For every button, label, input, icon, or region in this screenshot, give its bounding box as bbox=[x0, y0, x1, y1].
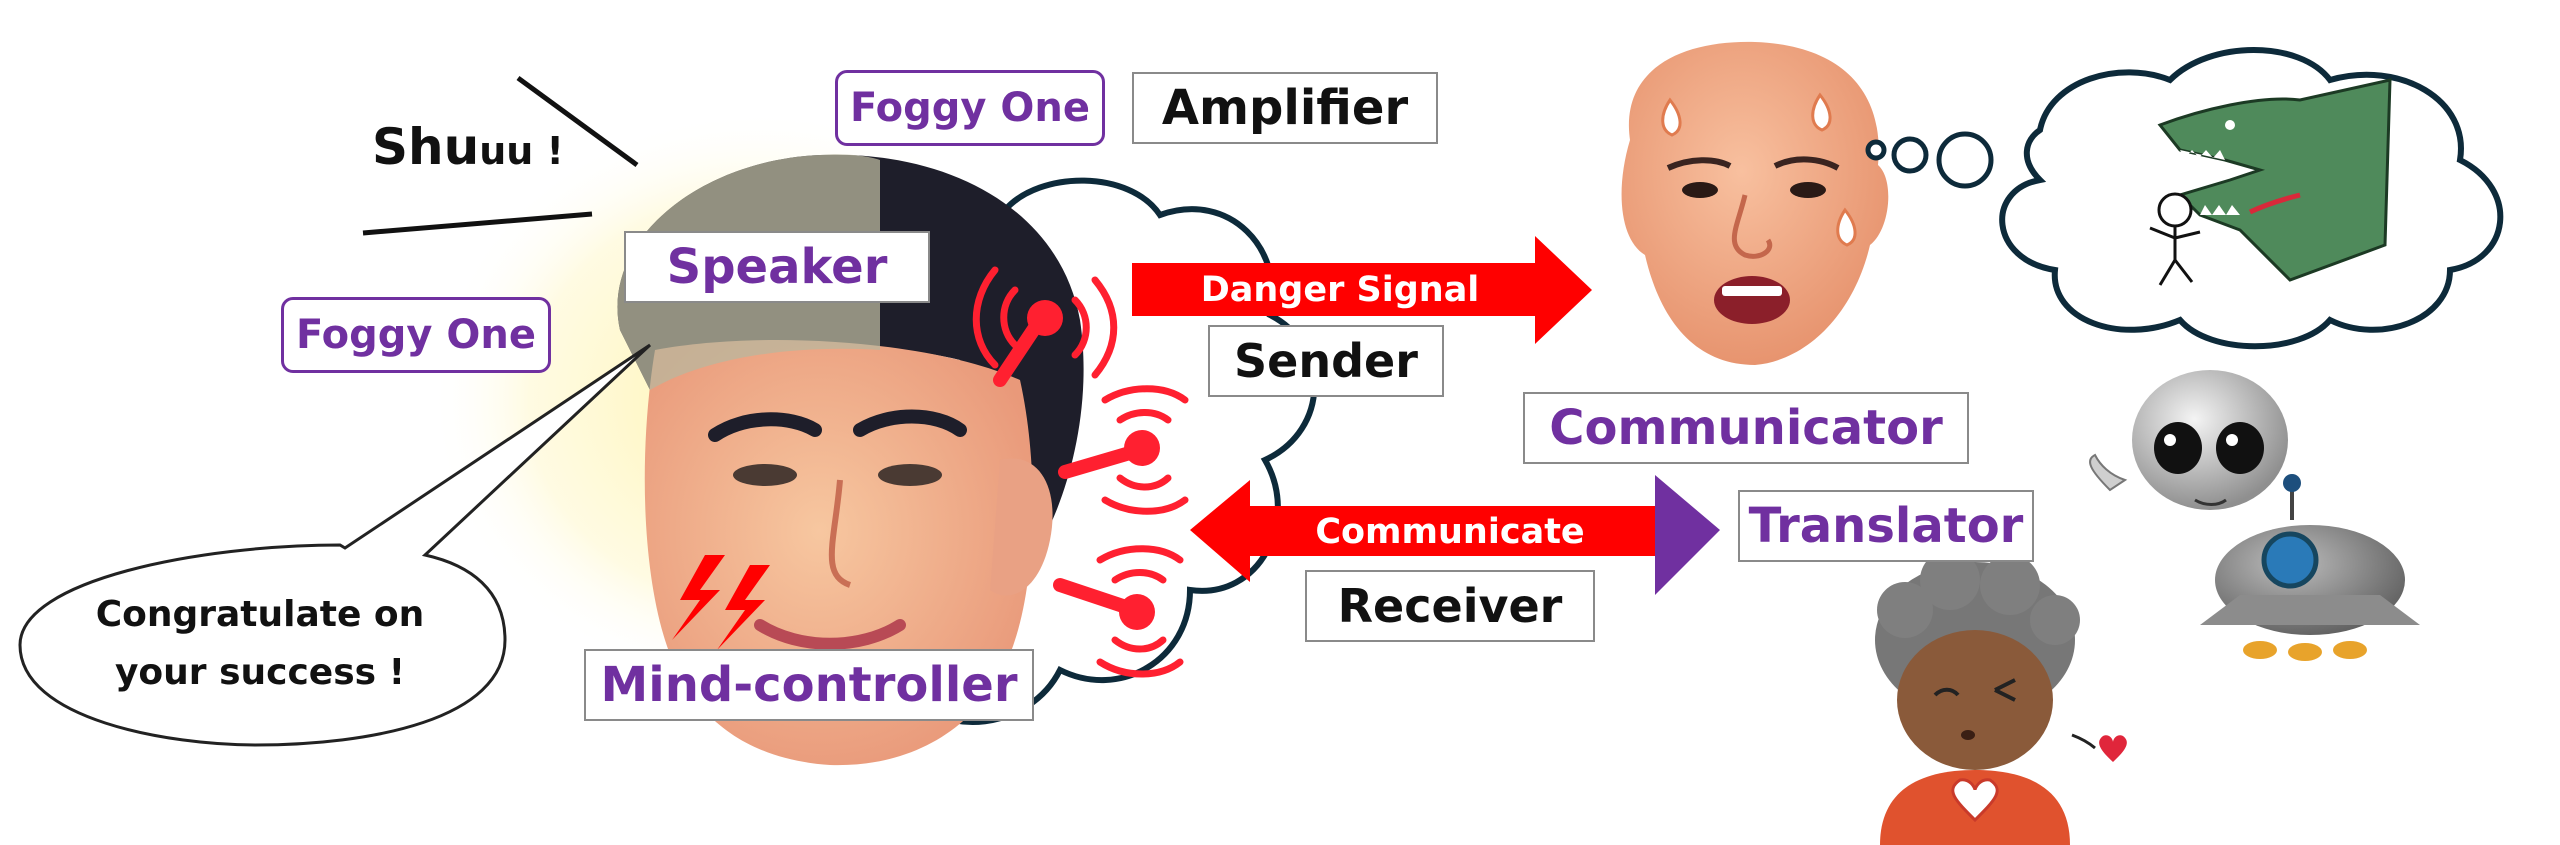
receiver-label: Receiver bbox=[1305, 570, 1595, 642]
danger-signal-arrow bbox=[1132, 236, 1592, 344]
speech-bubble-shape bbox=[18, 343, 652, 747]
foggy-one-label-left: Foggy One bbox=[281, 297, 551, 373]
speaker-ear bbox=[990, 458, 1053, 596]
tiny-person-icon bbox=[2157, 192, 2193, 228]
communicate-arrow-right bbox=[1655, 475, 1720, 595]
heart-person-face bbox=[1897, 630, 2053, 770]
speaker-eye-left bbox=[733, 464, 797, 486]
speaker-eye-right bbox=[878, 464, 942, 486]
dinosaur-icon bbox=[2157, 78, 2392, 282]
translator-label: Translator bbox=[1738, 490, 2034, 562]
speech-line-1: Congratulate on bbox=[95, 594, 425, 635]
speech-bubble-text: Congratulate on your success ! bbox=[60, 586, 460, 702]
amplifier-label: Amplifier bbox=[1132, 72, 1438, 144]
shuuu-sound-text: Shuuu ! bbox=[372, 118, 564, 176]
alien-head-icon bbox=[2132, 370, 2288, 510]
sender-label: Sender bbox=[1208, 325, 1444, 397]
shu-tail: uu ! bbox=[479, 129, 564, 173]
communicator-label: Communicator bbox=[1523, 392, 1969, 464]
shu-main: Shu bbox=[372, 118, 480, 176]
speech-line-2: your success ! bbox=[114, 652, 406, 693]
communicate-text: Communicate bbox=[1315, 512, 1585, 552]
foggy-one-label-top: Foggy One bbox=[835, 70, 1105, 146]
mind-controller-label: Mind-controller bbox=[584, 649, 1034, 721]
lightning-icon bbox=[672, 555, 725, 640]
signal-emitter-icon-1 bbox=[972, 266, 1118, 387]
small-heart-icon bbox=[2099, 735, 2127, 762]
signal-emitter-icon-3 bbox=[1053, 545, 1184, 678]
signal-emitter-icon-2 bbox=[1058, 385, 1189, 515]
communicator-mouth bbox=[1714, 276, 1790, 324]
communicate-arrow-left bbox=[1190, 480, 1660, 582]
speaker-label: Speaker bbox=[624, 231, 930, 303]
speaker-mouth bbox=[754, 619, 906, 650]
danger-signal-text: Danger Signal bbox=[1200, 270, 1480, 310]
